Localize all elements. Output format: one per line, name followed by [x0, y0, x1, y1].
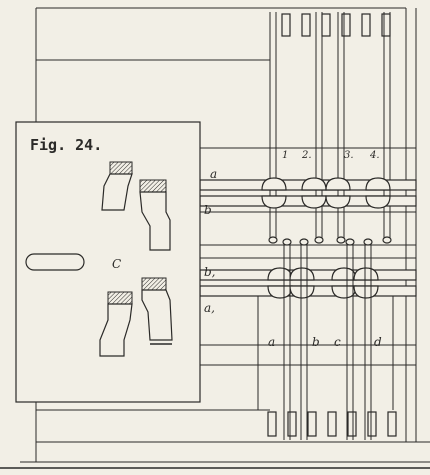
bottom-label-d: d	[374, 335, 382, 349]
bottom-label-c: c	[334, 335, 341, 349]
needle-c	[345, 238, 355, 440]
upper-rails	[199, 177, 417, 209]
upper-comb	[265, 7, 406, 37]
rail-label-b-comma: b,	[204, 265, 216, 279]
needle-4	[382, 12, 392, 244]
lower-comb	[267, 411, 397, 437]
guide-lines	[200, 147, 416, 366]
rail-label-a-comma: a,	[204, 301, 215, 315]
bit-lower-right	[141, 277, 173, 345]
needle-number-2: 2.	[301, 150, 312, 161]
plate-label-c: C	[112, 257, 121, 271]
needle-number-3: 3.	[344, 150, 354, 161]
figure-title: Fig. 24.	[30, 136, 102, 154]
lower-block	[257, 296, 394, 410]
needle-b	[299, 238, 309, 440]
bit-lower-left	[99, 291, 133, 357]
needle-number-1: 1	[282, 150, 288, 161]
lower-rails	[199, 267, 417, 299]
bit-upper-left	[101, 161, 133, 211]
lower-needles	[282, 238, 373, 440]
bottom-label-a: a	[268, 335, 275, 349]
upper-needles	[268, 12, 392, 244]
needle-d	[363, 238, 373, 440]
needle-a	[282, 238, 292, 440]
rail-label-a: a	[210, 167, 217, 181]
needle-number-4: 4.	[369, 150, 380, 161]
bottom-label-b: b	[312, 335, 320, 349]
bit-upper-right	[139, 179, 171, 251]
inset-plate	[15, 121, 201, 403]
rail-label-b: b	[204, 203, 212, 217]
outer-frame	[0, 7, 430, 469]
